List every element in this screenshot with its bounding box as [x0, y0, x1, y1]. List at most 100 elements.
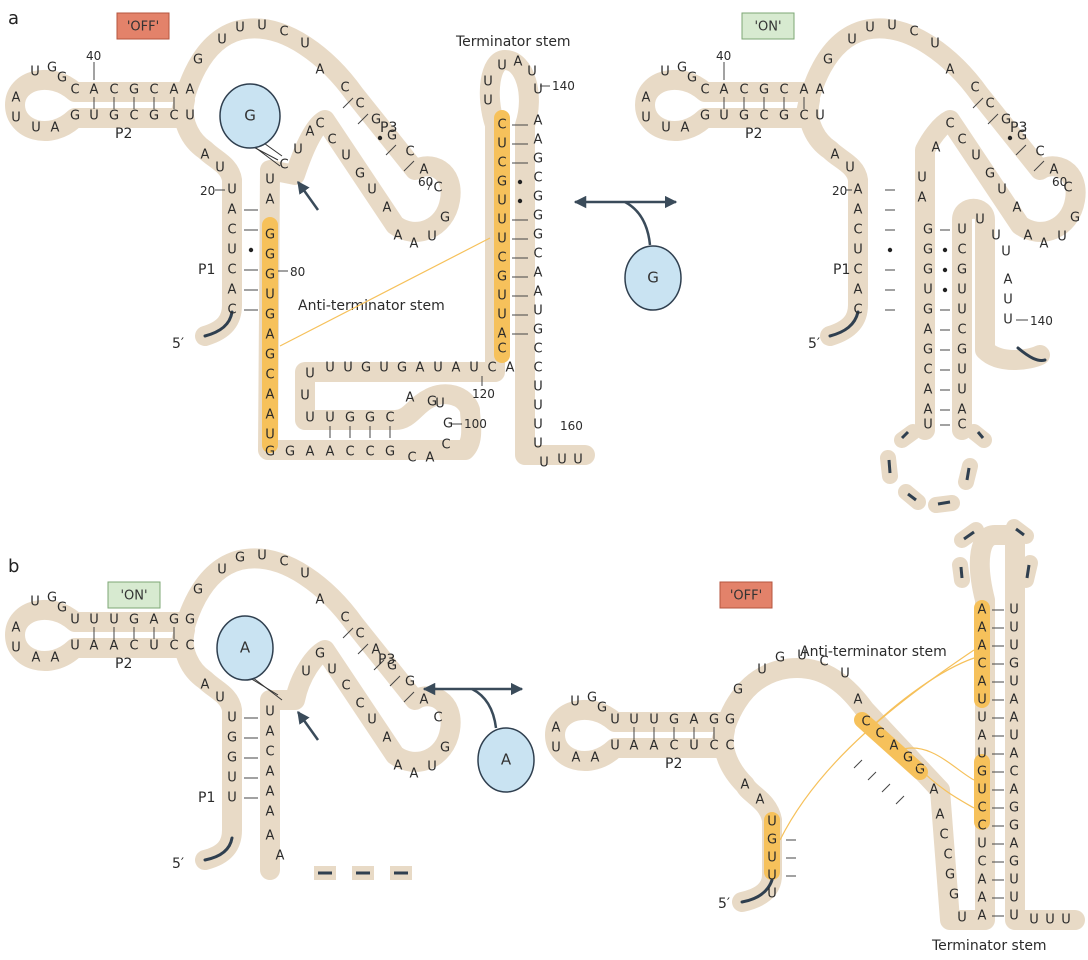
svg-text:A: A: [150, 613, 159, 628]
panel-b-off-connectors: [779, 649, 975, 841]
num-140: 140: [552, 79, 575, 93]
panel-b-off-dashed-loop: [952, 519, 1038, 588]
svg-text:G: G: [985, 167, 995, 182]
svg-text:G: G: [977, 765, 987, 780]
svg-text:U: U: [971, 149, 981, 164]
svg-text:G: G: [129, 613, 139, 628]
svg-text:G: G: [193, 53, 203, 68]
svg-text:A: A: [534, 266, 543, 281]
svg-text:A: A: [924, 383, 933, 398]
svg-text:U: U: [497, 137, 507, 152]
svg-text:G: G: [957, 263, 967, 278]
svg-text:A: A: [410, 237, 419, 252]
svg-text:G: G: [775, 651, 785, 666]
svg-text:U: U: [957, 911, 967, 926]
svg-text:A: A: [228, 283, 237, 298]
svg-text:U: U: [265, 173, 275, 188]
svg-text:A: A: [266, 193, 275, 208]
svg-text:G: G: [923, 263, 933, 278]
svg-text:U: U: [957, 363, 967, 378]
svg-text:U: U: [265, 288, 275, 303]
svg-text:U: U: [533, 83, 543, 98]
b-terminator-stem-label: Terminator stem: [931, 938, 1047, 954]
panel-a-on-dashed-loop: [880, 424, 992, 513]
svg-text:U: U: [227, 791, 237, 806]
svg-text:U: U: [840, 667, 850, 682]
svg-text:G: G: [533, 190, 543, 205]
svg-text:G: G: [533, 323, 543, 338]
svg-text:A: A: [958, 403, 967, 418]
svg-text:U: U: [533, 418, 543, 433]
panel-b-label: b: [8, 556, 19, 577]
svg-text:A: A: [51, 121, 60, 136]
svg-text:U: U: [1029, 913, 1039, 928]
svg-text:G: G: [923, 343, 933, 358]
svg-text:G: G: [387, 659, 397, 674]
svg-text:C: C: [279, 25, 288, 40]
svg-text:U: U: [469, 361, 479, 376]
panel-a-off-ligand: G: [219, 83, 320, 211]
num-20: 20: [200, 184, 215, 198]
svg-text:U: U: [497, 213, 507, 228]
svg-text:U: U: [1061, 913, 1071, 928]
svg-text:U: U: [1009, 873, 1019, 888]
svg-text:C: C: [169, 639, 178, 654]
svg-text:G: G: [1009, 801, 1019, 816]
svg-text:U: U: [227, 771, 237, 786]
svg-text:G: G: [957, 343, 967, 358]
num-40: 40: [86, 49, 101, 63]
svg-text:U: U: [89, 613, 99, 628]
b-on-badge-text: 'ON': [120, 589, 147, 604]
svg-text:A: A: [90, 83, 99, 98]
svg-text:C: C: [923, 363, 932, 378]
svg-text:C: C: [279, 555, 288, 570]
svg-text:C: C: [365, 445, 374, 460]
svg-text:C: C: [1035, 145, 1044, 160]
svg-text:A: A: [978, 639, 987, 654]
svg-text:U: U: [957, 383, 967, 398]
svg-text:G: G: [709, 713, 719, 728]
svg-text:G: G: [227, 751, 237, 766]
svg-text:U: U: [957, 223, 967, 238]
svg-text:C: C: [355, 697, 364, 712]
svg-text:A: A: [1050, 163, 1059, 178]
svg-text:G: G: [227, 731, 237, 746]
svg-text:U: U: [533, 380, 543, 395]
panel-a-on-backbone: [635, 18, 1086, 440]
svg-text:G: G: [265, 348, 275, 363]
svg-text:A: A: [266, 785, 275, 800]
panel-a-off-backbone: [5, 18, 595, 465]
svg-text:C: C: [853, 223, 862, 238]
svg-text:G: G: [739, 109, 749, 124]
svg-text:A: A: [266, 765, 275, 780]
svg-text:U: U: [215, 691, 225, 706]
svg-text:C: C: [341, 679, 350, 694]
svg-text:C: C: [977, 801, 986, 816]
on-badge-text: 'ON': [754, 20, 781, 35]
svg-text:C: C: [977, 819, 986, 834]
svg-text:U: U: [435, 397, 445, 412]
svg-text:G: G: [169, 613, 179, 628]
svg-text:U: U: [185, 109, 195, 124]
svg-text:U: U: [367, 713, 377, 728]
svg-text:U: U: [327, 663, 337, 678]
svg-text:A: A: [854, 203, 863, 218]
svg-text:A: A: [681, 121, 690, 136]
svg-text:U: U: [341, 149, 351, 164]
svg-text:A: A: [1004, 273, 1013, 288]
svg-text:C: C: [533, 247, 542, 262]
svg-text:C: C: [265, 745, 274, 760]
svg-text:G: G: [1009, 819, 1019, 834]
svg-text:A: A: [978, 891, 987, 906]
svg-text:A: A: [420, 693, 429, 708]
svg-text:U: U: [689, 739, 699, 754]
svg-text:A: A: [1010, 783, 1019, 798]
svg-text:C: C: [497, 156, 506, 171]
svg-text:U: U: [1009, 639, 1019, 654]
free-guanine: [624, 245, 682, 311]
svg-text:C: C: [977, 657, 986, 672]
panel-a-on-pairs: [723, 97, 1045, 426]
svg-text:G: G: [759, 83, 769, 98]
